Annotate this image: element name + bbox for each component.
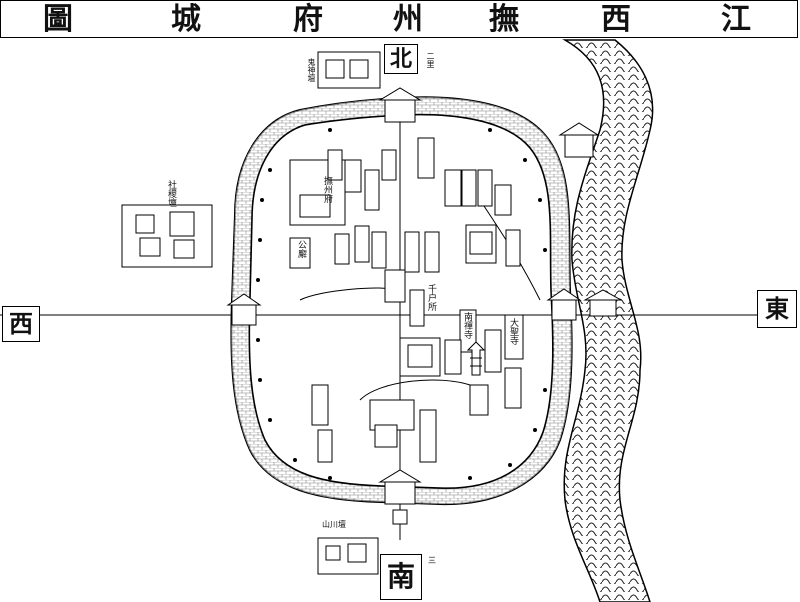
dashengsi-label: 大聖寺 (508, 318, 518, 345)
shanchuan-label: 山川壇 (322, 520, 346, 529)
shejitan-altar (121, 204, 213, 268)
title-bar: 圖 城 府 州 撫 西 江 (0, 0, 798, 38)
west-label: 西 (2, 306, 40, 342)
qianhu-label: 千户所 (426, 284, 436, 311)
title-char-2: 城 (171, 2, 201, 37)
north-note: 二里 (426, 52, 435, 68)
title-char-6: 西 (601, 2, 631, 37)
south-altar (317, 537, 379, 575)
inner-buildings (289, 137, 524, 463)
riverside-pavilion (558, 122, 600, 158)
fuzhoufu-label: 撫州府 (322, 176, 332, 203)
battlements (256, 128, 547, 480)
south-note: 三 (428, 556, 436, 565)
pagoda (466, 341, 486, 376)
south-label: 南 (380, 554, 422, 600)
south-gate (378, 469, 422, 525)
guishen-label: 鬼神壇 (307, 58, 316, 82)
north-gate (378, 87, 422, 123)
title-char-5: 撫 (489, 2, 519, 37)
east-gate (546, 288, 623, 321)
title-char-1: 圖 (43, 2, 73, 37)
nanchan-label: 南禪寺 (462, 312, 472, 339)
west-gate (226, 293, 262, 326)
gongshu-label: 公廨 (296, 240, 306, 258)
title-char-3: 府 (293, 2, 323, 37)
north-label: 北 (384, 44, 418, 74)
north-shrine (317, 51, 381, 89)
title-char-7: 江 (721, 2, 751, 37)
river (562, 39, 654, 602)
title-char-4: 州 (393, 2, 423, 37)
east-label: 東 (757, 290, 797, 328)
shejitan-label: 社稷壇 (166, 180, 176, 207)
